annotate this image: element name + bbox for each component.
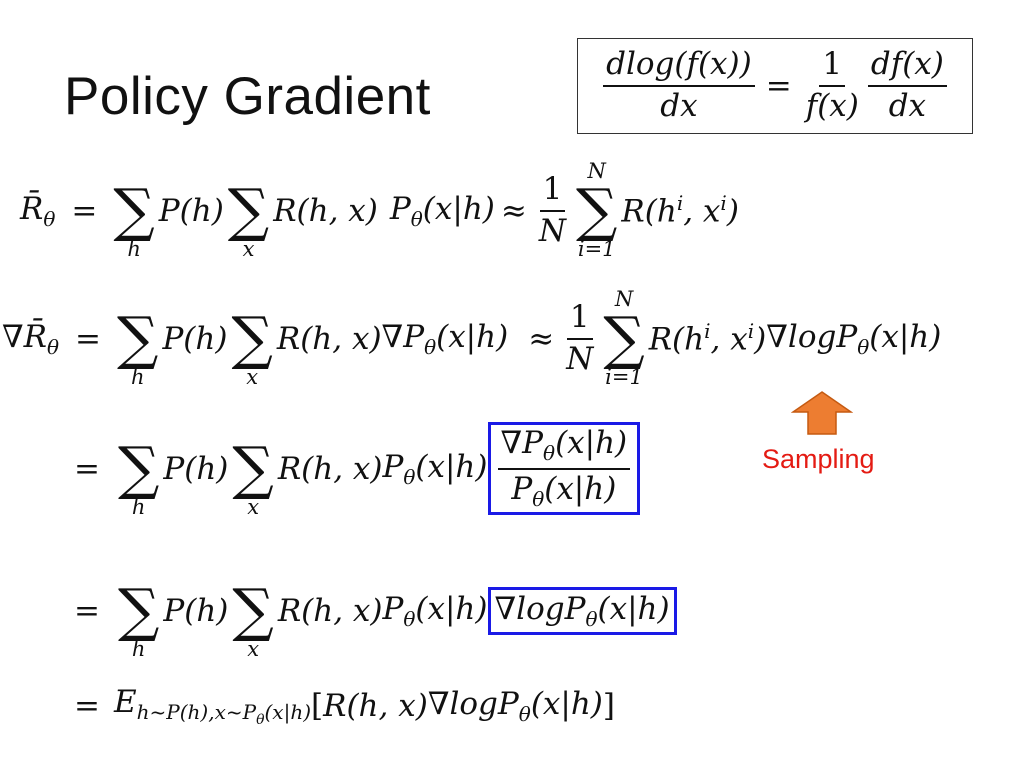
grad-log-policy: ∇logPθ(x|h) — [494, 590, 670, 631]
policy-prob: Pθ(x|h) — [382, 448, 488, 489]
sum-over-h: N∑h — [117, 304, 159, 390]
equals-sign: = — [71, 192, 98, 229]
identity-fx: f(x) — [805, 88, 859, 124]
bracket-close: ] — [602, 688, 616, 725]
equation-row-2: ∇R̄θ = N∑h P(h) N∑x R(h, x) ∇Pθ(x|h) ≈ 1… — [2, 287, 942, 390]
log-derivative-identity: dlog(f(x)) dx = 1 f(x) df(x) dx — [577, 38, 973, 134]
identity-rhs-fraction-2: df(x) dx — [867, 47, 947, 124]
highlight-ratio-box: ∇Pθ(x|h) Pθ(x|h) — [487, 422, 641, 515]
reward-term: R(h, x) — [273, 192, 378, 229]
identity-lhs-num: dlog(f(x)) — [603, 47, 755, 87]
expectation: Eh~P(h),x~Pθ(x|h) — [113, 684, 312, 729]
sampling-label: Sampling — [762, 444, 875, 474]
gradient-ratio: ∇Pθ(x|h) Pθ(x|h) — [497, 426, 631, 510]
reward-term: R(h, x) — [276, 320, 382, 357]
sum-over-samples: N∑i=1 — [603, 287, 645, 390]
sum-over-x: N∑x — [231, 304, 273, 390]
equation-row-1: R̄θ = N∑h P(h) N∑x R(h, x) Pθ(x|h) ≈ 1N … — [20, 159, 739, 262]
identity-dfx: df(x) — [867, 47, 947, 87]
approx-sign: ≈ — [528, 320, 555, 357]
identity-lhs-den: dx — [660, 88, 698, 124]
sum-over-x: N∑x — [232, 434, 274, 520]
sum-over-samples: N∑i=1 — [576, 159, 618, 262]
policy-prob: Pθ(x|h) — [389, 190, 495, 231]
sum-over-x: N∑x — [227, 176, 270, 262]
grad-log-policy: ∇logPθ(x|h) — [766, 318, 942, 359]
sum-over-h: N∑h — [117, 434, 160, 520]
equals-sign: = — [75, 320, 102, 357]
gradient-reward-symbol: ∇R̄θ — [2, 318, 60, 359]
equation-row-4: = N∑h P(h) N∑x R(h, x) Pθ(x|h) ∇logPθ(x|… — [74, 560, 677, 661]
identity-dx: dx — [888, 88, 927, 124]
reward-term: R(h, x) — [277, 592, 383, 629]
prob-h: P(h) — [163, 592, 229, 629]
approx-sign: ≈ — [500, 192, 527, 229]
identity-equals: = — [765, 68, 792, 104]
reward-term: R(h, x) — [323, 688, 428, 725]
highlight-grad-log-box: ∇logPθ(x|h) — [487, 586, 677, 635]
expected-reward-symbol: R̄θ — [20, 190, 56, 231]
identity-rhs-fraction-1: 1 f(x) — [803, 47, 862, 124]
bracket-open: [ — [311, 688, 324, 725]
sampled-reward: R(hi, xi) — [648, 319, 767, 358]
prob-h: P(h) — [158, 192, 224, 229]
equals-sign: = — [74, 592, 100, 629]
equals-sign: = — [74, 688, 100, 725]
identity-one: 1 — [819, 47, 846, 87]
policy-prob: Pθ(x|h) — [382, 590, 488, 631]
slide-title: Policy Gradient — [64, 67, 431, 126]
up-arrow-icon — [791, 391, 853, 435]
grad-log-policy: ∇logPθ(x|h) — [427, 686, 603, 727]
policy-gradient: ∇Pθ(x|h) — [381, 318, 509, 359]
identity-lhs-fraction: dlog(f(x)) dx — [603, 47, 755, 124]
equation-row-3: = N∑h P(h) N∑x R(h, x) Pθ(x|h) ∇Pθ(x|h) … — [74, 418, 641, 520]
sum-over-x: N∑x — [232, 576, 274, 662]
reward-term: R(h, x) — [277, 450, 383, 487]
prob-h: P(h) — [162, 320, 228, 357]
sum-over-h: N∑h — [113, 176, 155, 262]
equation-row-5: = Eh~P(h),x~Pθ(x|h) [ R(h, x) ∇logPθ(x|h… — [74, 684, 615, 728]
sum-over-h: N∑h — [117, 576, 160, 662]
prob-h: P(h) — [163, 450, 229, 487]
equals-sign: = — [74, 450, 100, 487]
sampled-reward: R(hi, xi) — [621, 191, 739, 230]
